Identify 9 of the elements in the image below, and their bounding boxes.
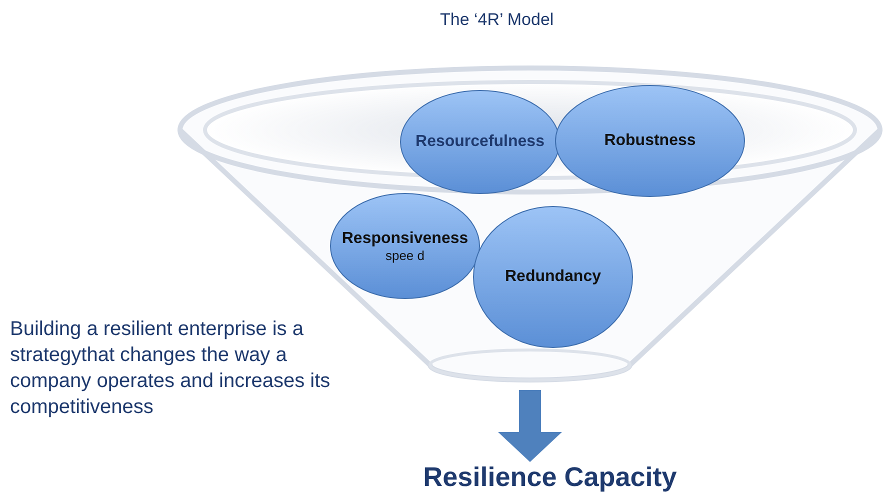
block-arrow [498,390,562,462]
node-title: Resourcefulness [416,133,544,151]
diagram-title: The ‘4R’ Model [440,10,554,30]
node-title: Redundancy [504,268,601,286]
result-heading: Resilience Capacity [395,462,705,500]
node-title: Robustness [604,132,696,150]
node-title: Responsiveness [342,230,468,248]
node-subtitle: spee d [385,248,425,262]
description-text: Building a resilient enterprise is a strategythat changes the way a company operates and increases its competitiveness [10,317,332,420]
